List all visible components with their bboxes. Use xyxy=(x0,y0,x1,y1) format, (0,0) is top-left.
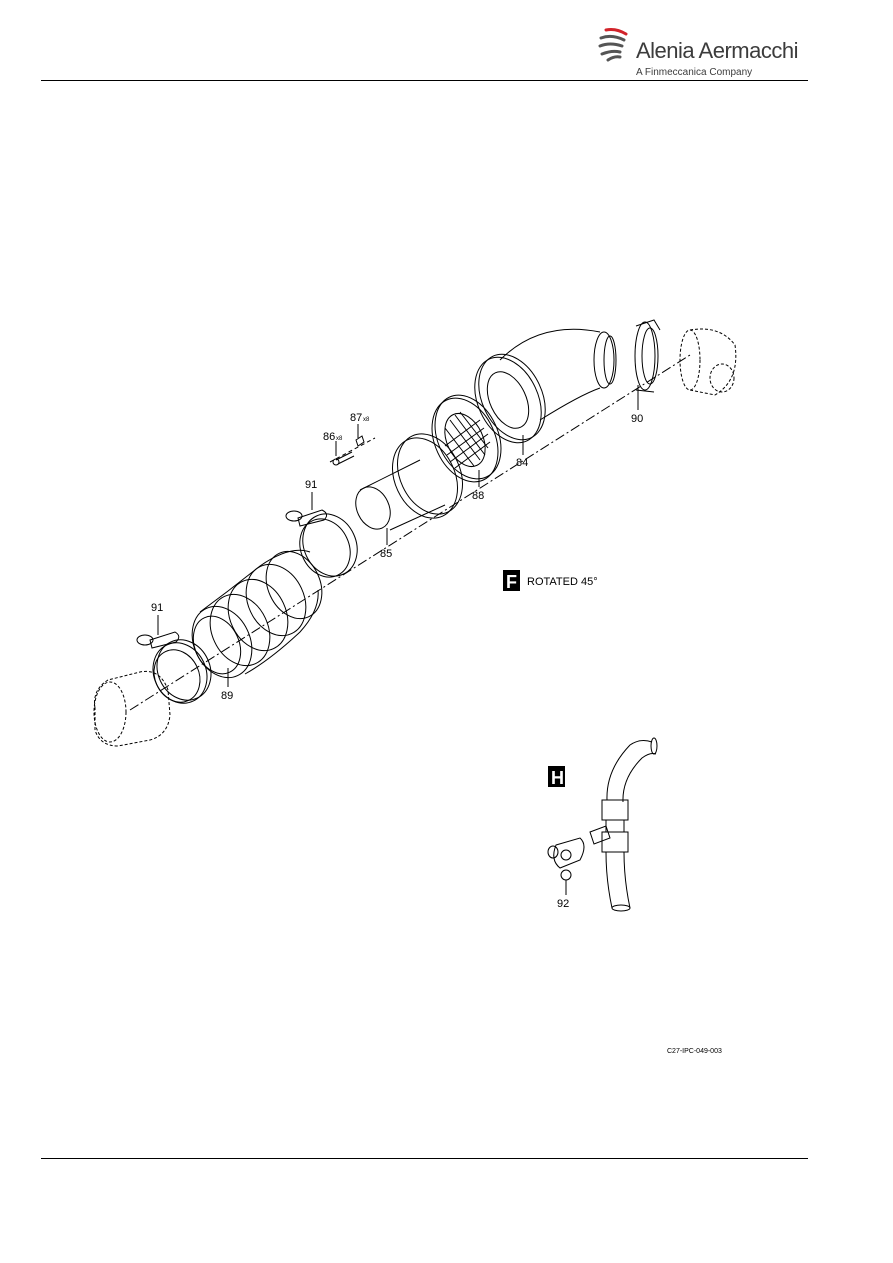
callout-89: 89 xyxy=(221,690,233,702)
clamp-lower xyxy=(136,631,212,704)
connector-phantom-right xyxy=(679,328,737,396)
callout-91-upper: 91 xyxy=(305,479,317,491)
company-name: Alenia Aermacchi xyxy=(636,38,798,63)
coupling-nut xyxy=(634,319,661,393)
company-subtitle: A Finmeccanica Company xyxy=(636,67,753,78)
centerline xyxy=(129,354,691,711)
view-f-letter: F xyxy=(506,572,517,592)
view-h-box xyxy=(548,766,565,787)
footer-rule xyxy=(41,1158,808,1159)
bellows-sleeve xyxy=(191,549,323,679)
callout-88: 88 xyxy=(472,490,484,502)
callout-85: 85 xyxy=(380,548,392,560)
screen-gasket xyxy=(431,394,502,483)
callout-91-lower: 91 xyxy=(151,602,163,614)
view-f-label: ROTATED 45° xyxy=(527,576,598,588)
elbow-duct xyxy=(474,328,617,444)
company-logo: Alenia Aermacchi A Finmeccanica Company xyxy=(596,22,798,82)
header-rule xyxy=(41,80,808,81)
view-f-box xyxy=(503,570,520,591)
clamp-upper xyxy=(285,509,358,578)
callout-87-qty: x8 xyxy=(363,417,370,423)
view-h-letter: H xyxy=(551,768,564,788)
callout-86-qty: x8 xyxy=(336,436,343,442)
callout-92: 92 xyxy=(557,898,569,910)
duct-phantom-left xyxy=(93,670,171,747)
callout-86: 86 xyxy=(323,431,335,443)
callout-leaders xyxy=(157,385,639,687)
figure-code: C27-IPC-049-003 xyxy=(667,1048,722,1055)
callout-90: 90 xyxy=(631,413,643,425)
flanged-tube xyxy=(355,433,463,531)
callout-87: 87 xyxy=(350,412,362,424)
callout-84: 84 xyxy=(516,457,528,469)
view-h-hose-assembly xyxy=(547,737,658,912)
bolt-and-nut xyxy=(329,435,376,466)
logo-swoosh-icon xyxy=(598,28,628,62)
